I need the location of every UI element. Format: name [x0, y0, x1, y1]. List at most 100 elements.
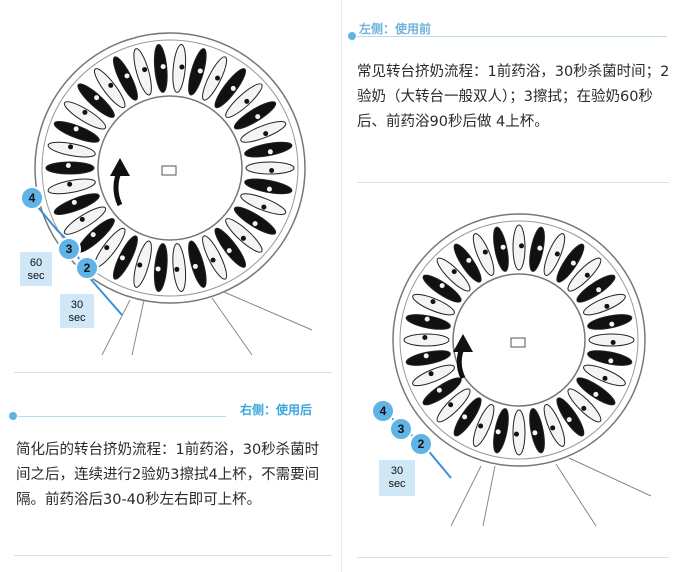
cow-icon	[412, 293, 455, 316]
cow-spot	[532, 430, 538, 436]
cow-icon	[225, 83, 263, 118]
cow-spot	[65, 162, 71, 168]
cow-icon	[583, 364, 626, 387]
cow-spot	[430, 299, 436, 305]
cow-spot	[71, 199, 77, 205]
cow-spot	[466, 257, 472, 263]
cow-spot	[197, 68, 203, 74]
cow-spot	[448, 402, 454, 408]
cow-icon	[567, 257, 602, 292]
cow-icon	[493, 408, 509, 454]
cow-icon	[556, 243, 585, 283]
time-60-label: 60	[30, 257, 42, 269]
paragraph-after: 简化后的转台挤奶流程：1前药浴，30秒杀菌时间之后，连续进行2验奶3擦拭4上杯，…	[16, 442, 320, 508]
cow-icon	[172, 243, 187, 292]
cow-spot	[267, 149, 273, 155]
cow-icon	[556, 397, 585, 437]
cow-icon	[47, 178, 96, 195]
cow-spot	[554, 251, 560, 257]
cow-spot	[226, 248, 232, 254]
cow-spot	[436, 387, 442, 393]
cow-spot	[500, 244, 506, 250]
cow-icon	[112, 56, 138, 101]
cow-spot	[261, 204, 267, 210]
cow-spot	[67, 181, 73, 187]
cow-icon	[244, 141, 293, 158]
left-bottom-rule	[14, 555, 332, 556]
cow-icon	[202, 235, 228, 280]
cow-spot	[108, 82, 114, 88]
left-top-rule	[14, 372, 332, 373]
cow-spot	[424, 316, 430, 322]
cow-icon	[240, 193, 287, 215]
cow-icon	[422, 274, 462, 303]
cow-icon	[512, 409, 526, 456]
cow-icon	[240, 121, 287, 143]
cow-spot	[137, 262, 143, 268]
caption-before: 左侧：使用前	[359, 22, 432, 36]
cow-icon	[245, 161, 295, 175]
cow-spot	[584, 272, 590, 278]
cow-icon	[244, 178, 293, 195]
cow-icon	[233, 101, 277, 130]
cow-icon	[53, 121, 100, 143]
time-30-label: 30	[71, 299, 83, 311]
station-3-label: 3	[66, 242, 73, 256]
station-4-label: 4	[29, 191, 36, 205]
station-2-label-before: 2	[418, 437, 425, 451]
cow-icon	[512, 224, 526, 271]
column-divider	[341, 0, 342, 572]
cow-icon	[188, 48, 207, 96]
cow-icon	[94, 68, 126, 109]
cow-icon	[472, 404, 495, 447]
right-mid-rule	[357, 182, 669, 183]
rotary-parlor-diagram-before: 4 3 2 30 sec	[371, 213, 652, 527]
cow-icon	[576, 377, 616, 406]
time-30-unit: sec	[68, 312, 86, 324]
cow-spot	[215, 75, 221, 81]
cow-spot	[90, 232, 96, 238]
cow-spot	[124, 73, 130, 79]
cow-icon	[453, 243, 482, 283]
cow-icon	[202, 56, 228, 101]
caption-line-right	[357, 36, 667, 37]
left-column: 4 3 2 60 sec 30 sec 右侧：使用后 简化后的转台挤奶流程：1前…	[0, 0, 342, 572]
cow-icon	[63, 101, 107, 130]
cow-spot	[240, 235, 246, 241]
cow-icon	[172, 44, 187, 93]
cow-spot	[263, 131, 269, 137]
cow-spot	[495, 429, 501, 435]
time-30-label-before: 30	[391, 465, 403, 477]
cow-spot	[255, 114, 261, 120]
cow-icon	[133, 240, 152, 288]
paragraph-before: 常见转台挤奶流程：1前药浴，30秒杀菌时间；2验奶（大转台一般双人）；3擦拭；在…	[357, 64, 670, 130]
cow-spot	[269, 168, 275, 174]
cow-spot	[608, 358, 614, 364]
cow-icon	[225, 218, 263, 253]
cow-icon	[587, 314, 633, 330]
cow-icon	[436, 388, 471, 423]
cow-spot	[604, 303, 610, 309]
cow-spot	[550, 425, 556, 431]
cow-spot	[94, 95, 100, 101]
cow-spot	[537, 245, 543, 251]
cow-spot	[252, 221, 258, 227]
cow-spot	[478, 423, 484, 429]
cow-spot	[73, 126, 79, 132]
cow-icon	[453, 397, 482, 437]
cow-icon	[47, 141, 96, 158]
cow-spot	[513, 431, 519, 437]
cow-spot	[439, 283, 445, 289]
cow-spot	[68, 144, 74, 150]
cow-icon	[436, 257, 471, 292]
cow-icon	[472, 233, 495, 276]
cow-icon	[588, 333, 635, 347]
cow-spot	[462, 414, 468, 420]
cow-icon	[405, 350, 451, 366]
time-30-unit-before: sec	[388, 478, 406, 490]
cow-spot	[119, 255, 125, 261]
cow-icon	[214, 227, 246, 268]
cow-icon	[214, 68, 246, 109]
cow-icon	[412, 364, 455, 387]
cow-icon	[112, 235, 138, 280]
